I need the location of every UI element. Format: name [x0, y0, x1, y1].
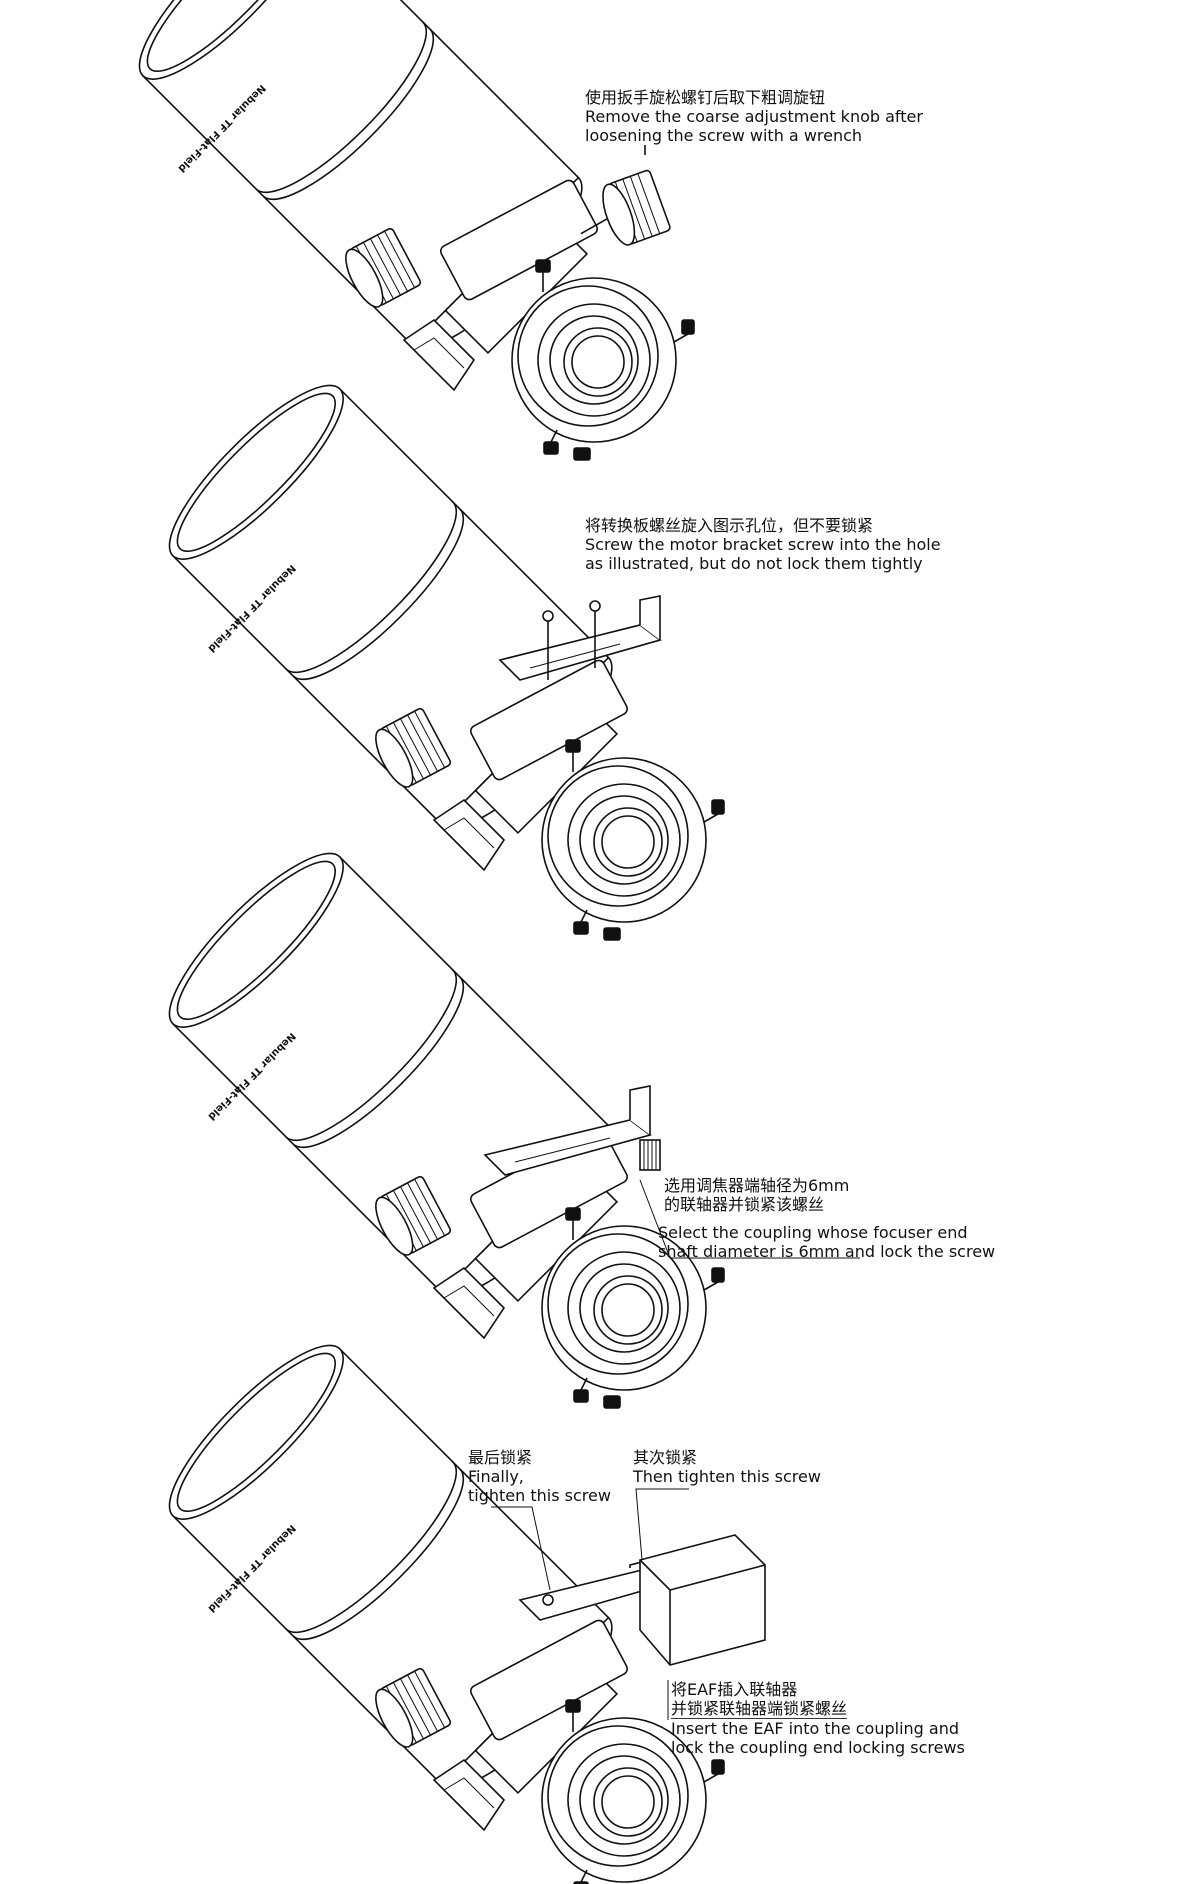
leader-line — [491, 1506, 551, 1591]
caption-zh-line1: 选用调焦器端轴径为6mm — [664, 1176, 850, 1195]
caption-en-line1: Select the coupling whose focuser end — [658, 1223, 968, 1242]
motor-bracket-coupling — [483, 1085, 661, 1176]
motor-bracket — [498, 595, 662, 681]
leader-line — [639, 1179, 860, 1259]
step4-final-caption: 最后锁紧 Finally, tighten this screw — [468, 1448, 611, 1505]
caption-en-line1: Insert the EAF into the coupling and — [671, 1719, 959, 1738]
step3-caption-en: Select the coupling whose focuser end sh… — [658, 1223, 995, 1261]
caption-zh-line2: 并锁紧联轴器端锁紧螺丝 — [671, 1699, 848, 1719]
coarse-knob-removed — [580, 169, 671, 246]
caption-zh: 使用扳手旋松螺钉后取下粗调旋钮 — [585, 88, 826, 107]
caption-zh: 其次锁紧 — [633, 1448, 698, 1467]
eaf-motor-assembly — [518, 1534, 766, 1666]
step3-illustration: Nebular TF Flat-Field — [148, 832, 860, 1409]
step4-then-caption: 其次锁紧 Then tighten this screw — [633, 1448, 821, 1486]
caption-en-line2: loosening the screw with a wrench — [585, 126, 863, 145]
caption-zh-line1: 将EAF插入联轴器 — [671, 1680, 798, 1699]
caption-en-line2: tighten this screw — [468, 1486, 611, 1505]
step4-illustration: Nebular TF Flat-Field — [148, 1324, 766, 1884]
caption-en-line2: lock the coupling end locking screws — [671, 1738, 965, 1757]
caption-en-line2: as illustrated, but do not lock them tig… — [585, 554, 923, 573]
caption-zh: 最后锁紧 — [468, 1448, 533, 1467]
step4-insert-caption: 将EAF插入联轴器 并锁紧联轴器端锁紧螺丝 Insert the EAF int… — [671, 1680, 965, 1757]
caption-en-line1: Remove the coarse adjustment knob after — [585, 107, 923, 126]
caption-en-line1: Screw the motor bracket screw into the h… — [585, 535, 941, 554]
step2-caption: 将转换板螺丝旋入图示孔位，但不要锁紧 Screw the motor brack… — [585, 516, 941, 573]
caption-en: Then tighten this screw — [633, 1467, 821, 1486]
step2-illustration: Nebular TF Flat-Field — [148, 364, 725, 941]
caption-zh-line2: 的联轴器并锁紧该螺丝 — [664, 1195, 825, 1214]
caption-en-line2: shaft diameter is 6mm and lock the screw — [658, 1242, 996, 1261]
step1-caption: 使用扳手旋松螺钉后取下粗调旋钮 Remove the coarse adjust… — [585, 88, 923, 145]
step3-caption: 选用调焦器端轴径为6mm 的联轴器并锁紧该螺丝 — [664, 1176, 849, 1214]
leader-line — [635, 1488, 689, 1561]
step1-illustration: Nebular TF Flat-Field — [118, 0, 695, 461]
caption-zh: 将转换板螺丝旋入图示孔位，但不要锁紧 — [585, 516, 874, 535]
caption-en-line1: Finally, — [468, 1467, 524, 1486]
